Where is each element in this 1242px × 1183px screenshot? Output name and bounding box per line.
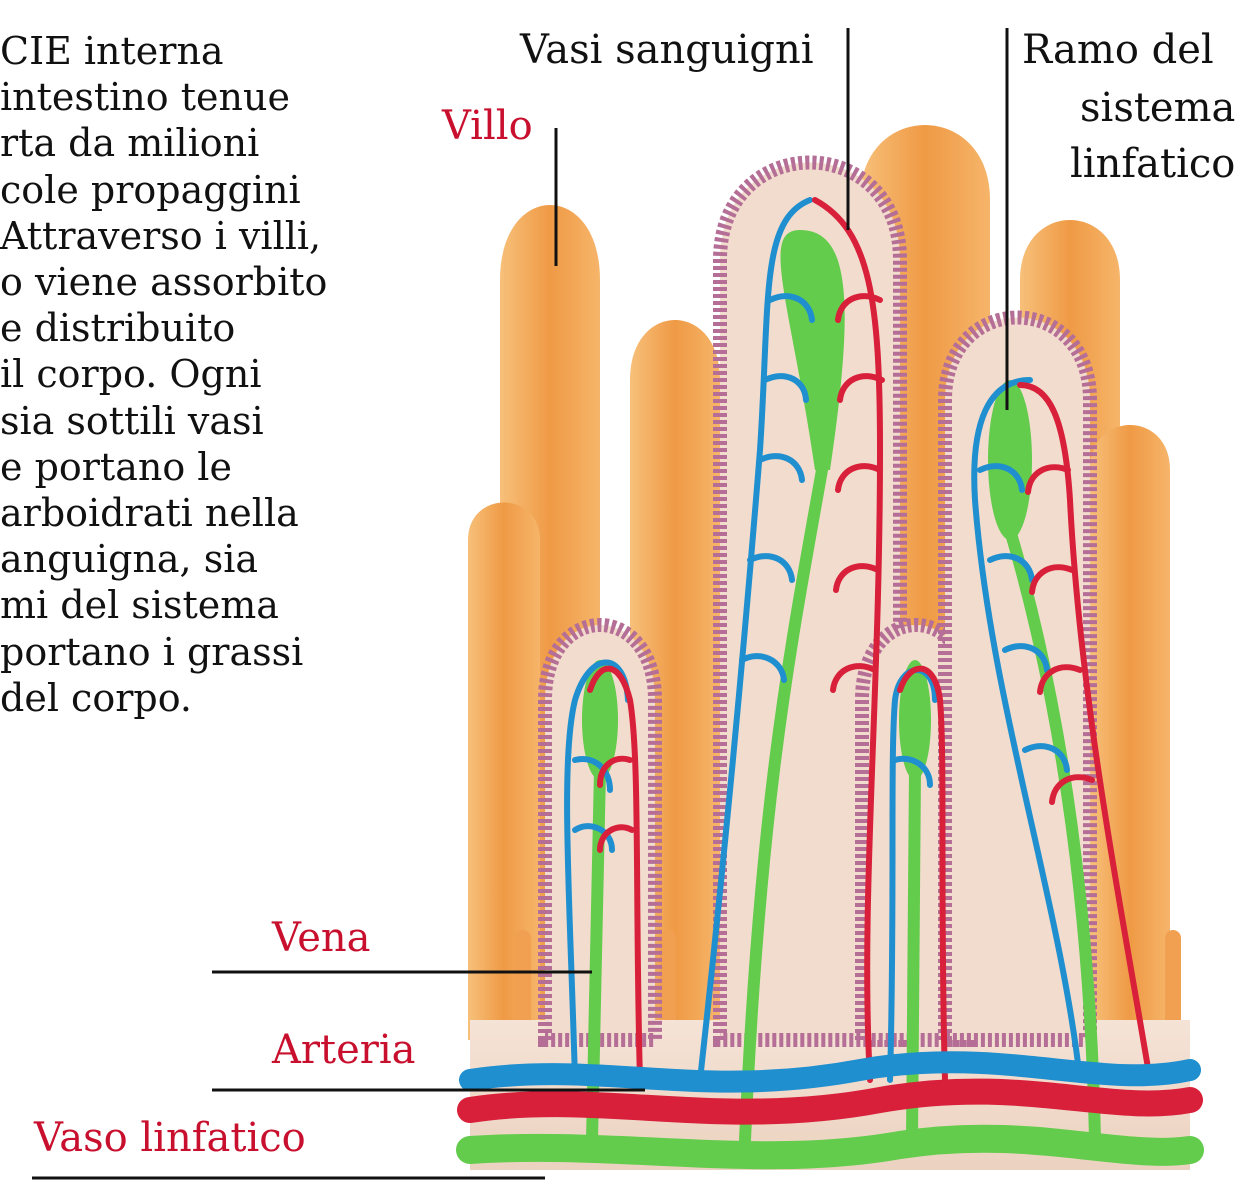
label-ramo-line3: linfatico (1070, 144, 1235, 184)
label-vaso-linfatico: Vaso linfatico (34, 1118, 306, 1158)
label-villo: Villo (442, 106, 533, 146)
label-arteria: Arteria (272, 1030, 416, 1070)
base-vessels (470, 1062, 1190, 1155)
label-ramo-line2: sistema (1080, 88, 1235, 128)
label-ramo-line1: Ramo del (1022, 30, 1214, 70)
label-vasi-sanguigni: Vasi sanguigni (520, 30, 814, 70)
label-vena: Vena (272, 918, 371, 958)
